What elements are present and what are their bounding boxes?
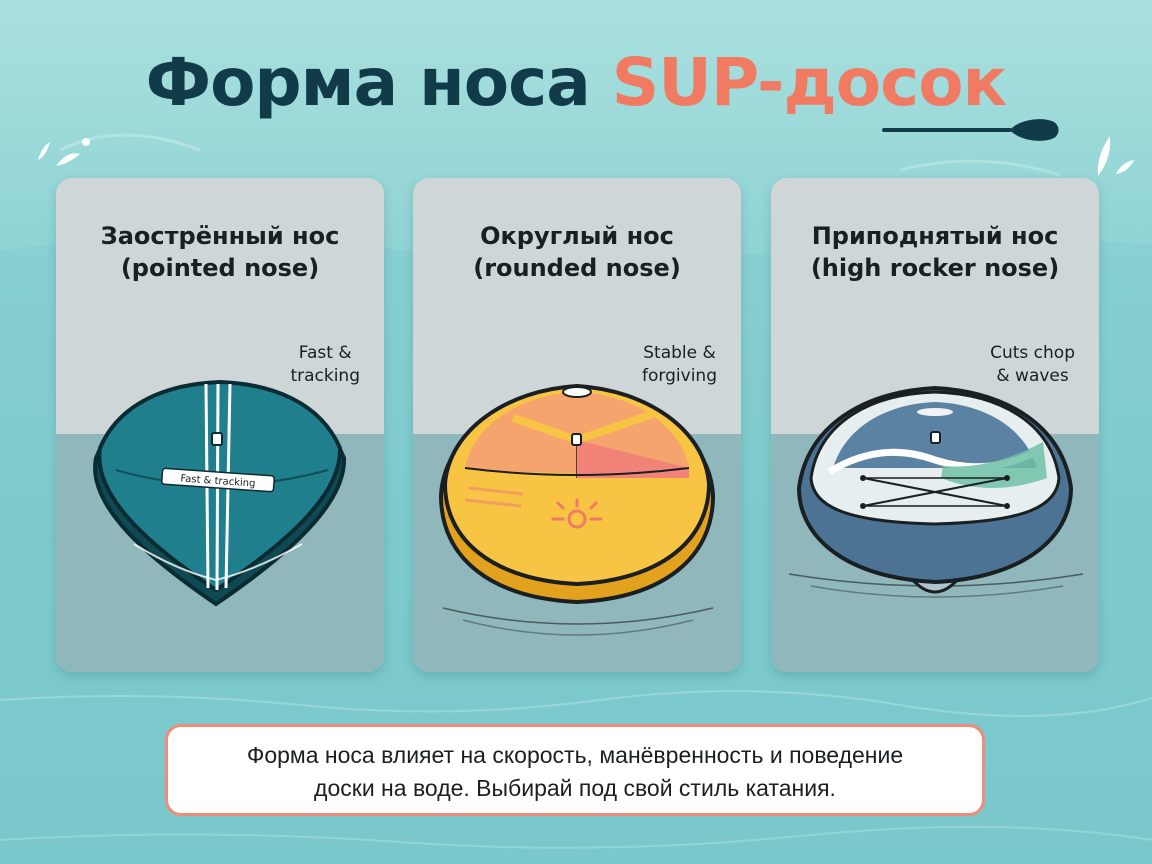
- card-note: Cuts chop & waves: [990, 343, 1075, 386]
- footer-note: Форма носа влияет на скорость, манёвренн…: [165, 724, 985, 816]
- pointed-nose-board: Fast & tracking: [93, 379, 347, 607]
- card-pointed-nose: Заострённый нос (pointed nose) Fast & tr…: [56, 178, 384, 672]
- splash-icon: [1097, 136, 1134, 176]
- rounded-nose-board: [438, 383, 716, 636]
- card-rounded-nose: Округлый нос (rounded nose) Stable & for…: [413, 178, 741, 672]
- splash-icon: [38, 138, 90, 166]
- card-title: Приподнятый нос (high rocker nose): [810, 222, 1060, 282]
- card-title: Заострённый нос (pointed nose): [100, 222, 340, 282]
- page-title: Форма носа SUP-досок: [145, 44, 1008, 121]
- card-note: Stable & forgiving: [642, 343, 717, 386]
- card-note: Fast & tracking: [290, 343, 360, 386]
- board-label: Fast & tracking: [180, 473, 256, 489]
- high-rocker-nose-board: [788, 385, 1084, 598]
- card-title: Округлый нос (rounded nose): [473, 222, 681, 282]
- footer-line: доски на воде. Выбирай под свой стиль ка…: [314, 775, 836, 801]
- card-high-rocker-nose: Приподнятый нос (high rocker nose) Cuts …: [771, 178, 1099, 672]
- page-title-accent: SUP-досок: [611, 44, 1008, 121]
- paddle-icon: [882, 119, 1059, 141]
- footer-line: Форма носа влияет на скорость, манёвренн…: [246, 742, 904, 768]
